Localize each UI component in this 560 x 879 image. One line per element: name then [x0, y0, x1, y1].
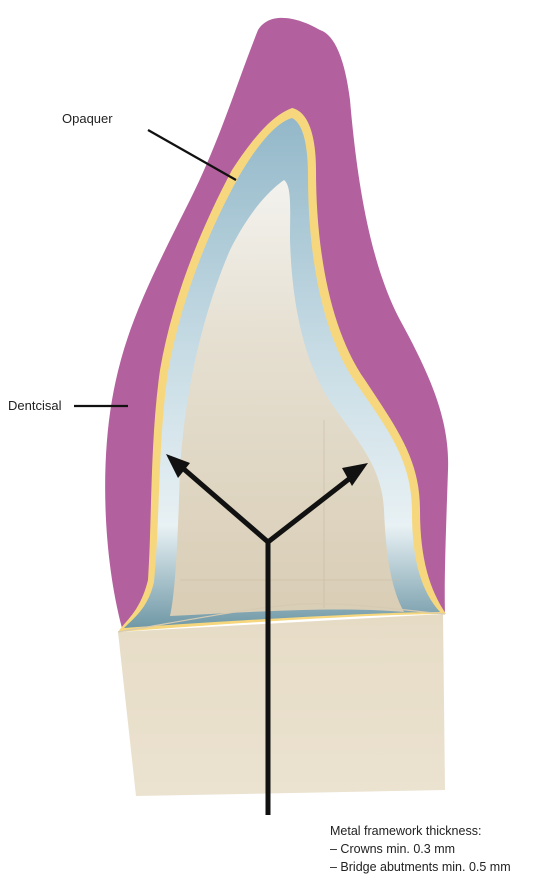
tooth-stump	[118, 614, 445, 796]
note-line-bridge-abutments: – Bridge abutments min. 0.5 mm	[330, 858, 511, 876]
dentcisal-label: Dentcisal	[8, 398, 61, 413]
note-heading: Metal framework thickness:	[330, 822, 511, 840]
framework-thickness-note: Metal framework thickness: – Crowns min.…	[330, 822, 511, 876]
opaquer-label: Opaquer	[62, 111, 113, 126]
note-line-crowns: – Crowns min. 0.3 mm	[330, 840, 511, 858]
